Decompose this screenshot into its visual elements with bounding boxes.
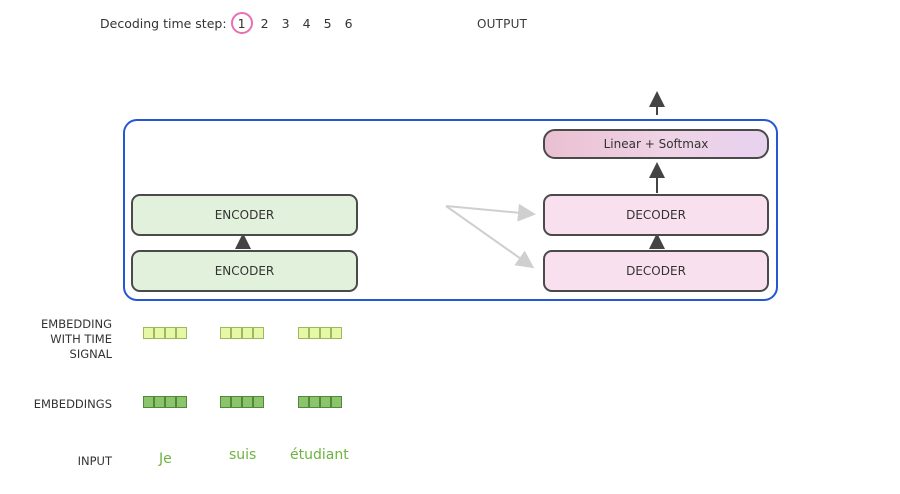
embeddings-label: EMBEDDINGS xyxy=(33,397,112,411)
decoder-bottom[interactable]: DECODER xyxy=(543,250,769,292)
encdec-arrow-top xyxy=(445,203,536,222)
output-label: OUTPUT xyxy=(477,17,528,31)
time-step-2[interactable]: 2 xyxy=(260,15,269,31)
embedding-vector-suis xyxy=(220,396,264,408)
linear-softmax-block[interactable]: Linear + Softmax xyxy=(543,129,769,159)
decoding-time-steps: Decoding time step: 1 2 3 4 5 6 xyxy=(100,12,360,34)
time-signal-vector-suis xyxy=(220,327,264,339)
time-step-1[interactable]: 1 xyxy=(230,12,253,34)
input-word-je: Je xyxy=(159,451,172,467)
encoder-bottom-label: ENCODER xyxy=(214,264,275,278)
input-word-suis: suis xyxy=(229,447,257,463)
decoder-top[interactable]: DECODER xyxy=(543,194,769,236)
time-step-4[interactable]: 4 xyxy=(302,15,311,31)
embedding-with-time-signal-label: EMBEDDING WITH TIME SIGNAL xyxy=(41,317,112,361)
encoder-bottom[interactable]: ENCODER xyxy=(131,250,358,292)
time-signal-vector-etudiant xyxy=(298,327,342,339)
encoder-top[interactable]: ENCODER xyxy=(131,194,358,236)
encdec-arrow-bottom xyxy=(445,205,535,269)
time-step-5[interactable]: 5 xyxy=(323,15,332,31)
embedding-vector-etudiant xyxy=(298,396,342,408)
embedding-vector-je xyxy=(143,396,187,408)
encoder-top-label: ENCODER xyxy=(214,208,275,222)
decoding-time-step-label: Decoding time step: xyxy=(100,15,227,31)
time-step-3[interactable]: 3 xyxy=(281,15,290,31)
time-signal-vector-je xyxy=(143,327,187,339)
input-word-etudiant: étudiant xyxy=(290,447,349,463)
input-label: INPUT xyxy=(77,454,112,468)
linear-softmax-label: Linear + Softmax xyxy=(603,137,709,151)
time-step-6[interactable]: 6 xyxy=(344,15,353,31)
decoder-bottom-label: DECODER xyxy=(626,264,686,278)
decoder-top-label: DECODER xyxy=(626,208,686,222)
transformer-frame xyxy=(123,119,778,301)
